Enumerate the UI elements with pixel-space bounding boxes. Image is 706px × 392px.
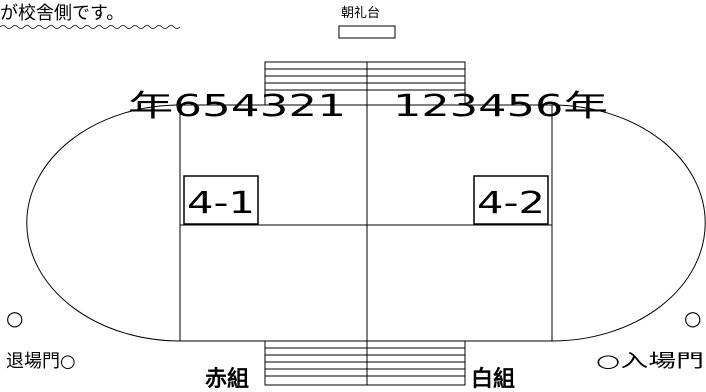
left-circle-marker: ○ [6,306,23,330]
entry-gate-label: ○入場門 [596,351,704,372]
wavy-underline [0,25,181,29]
right-circle-marker: ○ [684,306,701,330]
class-box-right [473,175,549,225]
class-label-left: 4-1 [187,186,255,221]
podium-label: 朝礼台 [341,5,380,21]
grades-left-label: 年654321 [128,89,346,124]
red-team-label: 赤組 [205,366,249,392]
exit-gate-label: 退場門○ [6,351,76,372]
podium-box [338,25,396,39]
bottom-bench-block [264,340,466,386]
grades-right-label: 123456年 [393,89,608,124]
header-text: が校舎側です。 [0,3,124,24]
white-team-label: 白組 [471,366,515,392]
class-box-left [183,175,259,225]
class-label-right: 4-2 [477,186,545,221]
track-outline [26,104,706,342]
top-bench-block [264,61,466,106]
